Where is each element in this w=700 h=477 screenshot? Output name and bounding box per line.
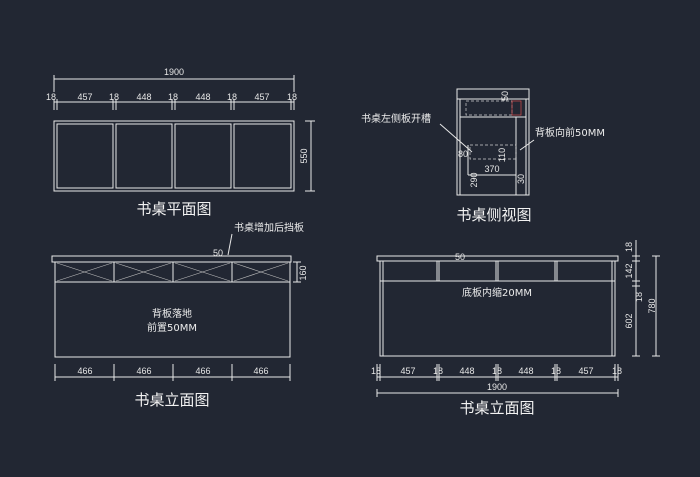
front-right-height-dims xyxy=(632,240,660,357)
plan-width-3: 18 xyxy=(109,92,119,102)
front-left-dim-top: 50 xyxy=(213,248,223,258)
side-view: 50 80 110 370 290 30 书桌左侧板开槽 背板向前50MM 书桌… xyxy=(361,88,605,224)
front-right-width-1: 18 xyxy=(371,366,381,376)
front-right-width-5: 18 xyxy=(492,366,502,376)
side-dim-edge: 30 xyxy=(516,174,526,184)
front-right-note: 底板内缩20MM xyxy=(462,286,532,299)
front-right-title: 书桌立面图 xyxy=(459,399,534,417)
front-left-bottom-1: 466 xyxy=(77,366,92,376)
plan-outline xyxy=(53,120,295,192)
front-left-bottom-2: 466 xyxy=(136,366,151,376)
front-right-dim-r-drawer: 142 xyxy=(624,263,634,278)
front-left-dim-drawer: 160 xyxy=(298,265,308,280)
side-dim-slot-h: 80 xyxy=(458,149,468,159)
front-right-dim-r-lower: 602 xyxy=(624,313,634,328)
front-right-dim-r-total: 780 xyxy=(647,298,657,313)
side-dim-slot-w: 370 xyxy=(484,164,499,174)
plan-width-4: 448 xyxy=(136,92,151,102)
front-right-width-9: 18 xyxy=(612,366,622,376)
front-right-width-2: 457 xyxy=(400,366,415,376)
front-right-view: 50 底板内缩20MM 18 142 18 602 780 xyxy=(371,240,660,417)
front-right-width-7: 18 xyxy=(551,366,561,376)
side-dim-top: 50 xyxy=(500,91,510,101)
front-left-note-2: 前置50MM xyxy=(147,321,197,334)
plan-width-7: 18 xyxy=(227,92,237,102)
side-leader-slot xyxy=(439,123,473,153)
front-left-view: 书桌增加后挡板 50 160 背板落地 前置50MM 466 466 466 4 xyxy=(51,221,308,409)
front-left-note-1: 背板落地 xyxy=(152,307,192,320)
front-right-width-3: 18 xyxy=(433,366,443,376)
plan-width-8: 457 xyxy=(254,92,269,102)
plan-depth-dim: 550 xyxy=(299,148,309,163)
front-right-width-4: 448 xyxy=(459,366,474,376)
front-left-title: 书桌立面图 xyxy=(134,391,209,409)
front-right-dim-r-top: 18 xyxy=(624,242,634,252)
plan-title: 书桌平面图 xyxy=(136,200,211,218)
front-left-note-top: 书桌增加后挡板 xyxy=(234,221,304,234)
front-left-leader xyxy=(227,233,233,256)
front-left-top-board xyxy=(51,255,292,263)
front-right-width-6: 448 xyxy=(518,366,533,376)
side-note-slot: 书桌左侧板开槽 xyxy=(361,112,431,125)
front-left-drawer-marks xyxy=(56,262,289,282)
side-slot xyxy=(469,144,517,160)
plan-width-9: 18 xyxy=(287,92,297,102)
plan-total-dim: 1900 xyxy=(164,67,184,77)
side-dim-low: 290 xyxy=(469,172,479,187)
plan-width-6: 448 xyxy=(195,92,210,102)
front-left-bottom-3: 466 xyxy=(195,366,210,376)
plan-width-1: 18 xyxy=(46,92,56,102)
side-title: 书桌侧视图 xyxy=(456,206,531,224)
side-leader-back xyxy=(519,139,535,151)
plan-width-5: 18 xyxy=(168,92,178,102)
side-dim-slot-depth: 110 xyxy=(497,148,507,162)
front-right-dim-top: 50 xyxy=(455,252,465,262)
front-right-total-dim: 1900 xyxy=(487,382,507,392)
front-left-bottom-4: 466 xyxy=(253,366,268,376)
front-right-width-8: 457 xyxy=(578,366,593,376)
side-note-back: 背板向前50MM xyxy=(535,126,605,139)
front-right-top-board xyxy=(376,255,619,262)
plan-width-2: 457 xyxy=(77,92,92,102)
side-outline xyxy=(456,88,530,196)
front-right-dim-r-mid: 18 xyxy=(634,292,644,302)
plan-view: 1900 18 457 18 448 18 448 18 457 18 550 … xyxy=(46,67,315,218)
